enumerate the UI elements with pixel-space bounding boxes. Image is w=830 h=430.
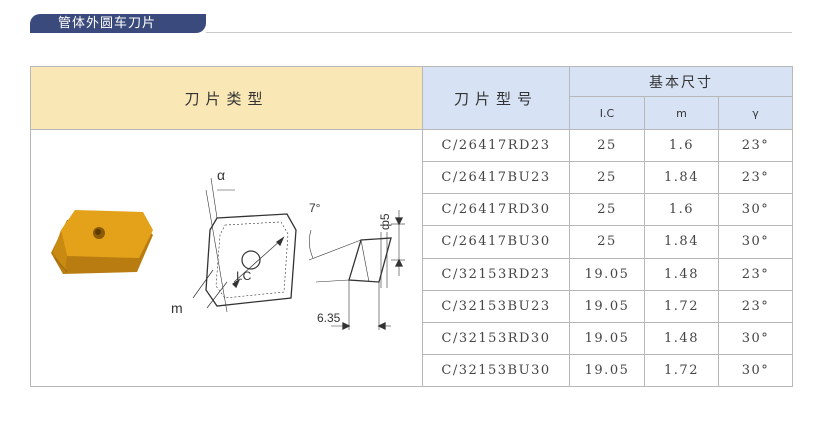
insert-drawing-cell: α I.C m: [30, 129, 423, 387]
ic-cell: 25: [569, 225, 645, 259]
diameter-label: ф5: [378, 213, 392, 230]
ic-header: I.C: [569, 96, 645, 130]
title-divider: [206, 32, 792, 33]
m-cell: 1.6: [644, 193, 719, 227]
insert-3d-illustration: [51, 210, 153, 274]
insert-top-view: [192, 177, 297, 313]
model-cell: C/32153BU30: [422, 353, 570, 388]
model-cell: C/26417RD30: [422, 193, 570, 227]
model-cell: C/32153BU23: [422, 289, 570, 323]
table-row: C/32153BU23 19.05 1.72 23°: [31, 289, 794, 323]
ic-cell: 25: [569, 161, 645, 195]
table-row: α I.C m: [30, 128, 794, 387]
m-cell: 1.72: [644, 353, 719, 388]
ic-cell: 25: [569, 193, 645, 227]
model-cell: C/32153RD30: [422, 321, 570, 355]
table-row: C/26417RD30 25 1.6 30°: [31, 193, 794, 227]
gamma-cell: 30°: [717, 321, 794, 355]
m-label: m: [171, 300, 183, 316]
gamma-cell: 30°: [717, 193, 794, 227]
insert-drawing: α I.C m: [51, 167, 405, 331]
ic-cell: 25: [569, 128, 645, 163]
m-header: m: [644, 96, 719, 130]
ic-label: I.C: [236, 269, 252, 283]
gamma-header: γ: [717, 96, 794, 130]
m-cell: 1.48: [644, 321, 719, 355]
angle-label: 7°: [309, 201, 321, 215]
dimensions-header: 基本尺寸: [568, 66, 794, 97]
gamma-cell: 23°: [717, 161, 794, 195]
ic-cell: 19.05: [569, 353, 645, 388]
table-row: C/32153RD23 19.05 1.48 23°: [31, 257, 794, 291]
table-row: C/32153RD30 19.05 1.48 30°: [31, 321, 794, 355]
m-cell: 1.6: [644, 128, 719, 163]
ic-cell: 19.05: [569, 289, 645, 323]
model-cell: C/26417BU23: [422, 161, 570, 195]
model-cell: C/26417BU30: [422, 225, 570, 259]
gamma-cell: 30°: [717, 225, 794, 259]
gamma-cell: 23°: [717, 128, 794, 163]
section-title: 管体外圆车刀片: [30, 14, 206, 33]
table-row: C/32153BU30 19.05 1.72 30°: [31, 353, 794, 388]
m-cell: 1.84: [644, 225, 719, 259]
model-header: 刀片型号: [422, 66, 570, 130]
gamma-cell: 30°: [717, 353, 794, 388]
m-cell: 1.48: [644, 257, 719, 291]
thickness-label: 6.35: [317, 311, 341, 325]
m-cell: 1.84: [644, 161, 719, 195]
insert-spec-table: 刀片类型 刀片型号 基本尺寸 I.C m γ: [30, 66, 794, 388]
m-cell: 1.72: [644, 289, 719, 323]
gamma-cell: 23°: [717, 289, 794, 323]
ic-cell: 19.05: [569, 321, 645, 355]
model-cell: C/32153RD23: [422, 257, 570, 291]
ic-cell: 19.05: [569, 257, 645, 291]
gamma-cell: 23°: [717, 257, 794, 291]
insert-side-view: [308, 210, 405, 331]
insert-type-header: 刀片类型: [30, 66, 423, 130]
alpha-label: α: [217, 167, 225, 183]
model-cell: C/26417RD23: [422, 128, 570, 163]
